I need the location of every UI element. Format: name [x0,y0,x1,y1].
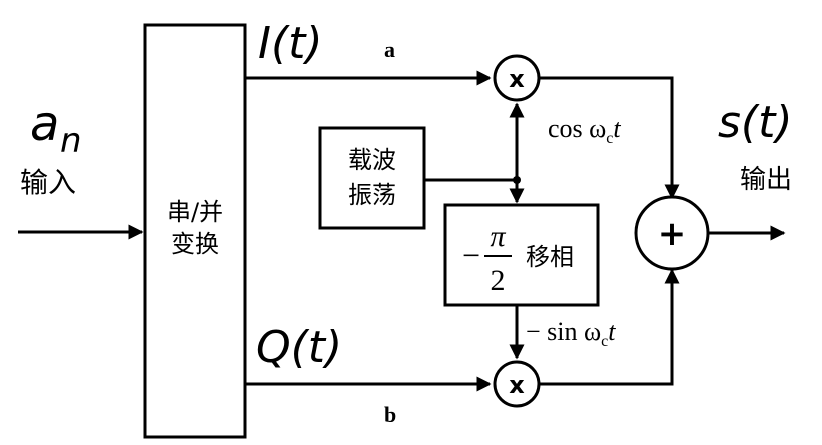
serial-parallel-block [143,23,247,439]
phase-shift-label: 移相 [526,243,574,271]
phase-shift-numerator: π [490,220,506,253]
bottom-multiplier-symbol: x [509,371,525,399]
input-label: 输入 [20,166,76,199]
top-multiplier-symbol: x [509,65,525,93]
serial-parallel-line2: 变换 [171,230,219,258]
phase-shift-denominator: 2 [491,264,506,297]
serial-parallel-line1: 串/并 [167,198,223,226]
input-subscript: n [60,121,82,161]
bottom-to-adder-wire [539,268,680,386]
oscillator-block [318,126,426,230]
input-symbol: a [30,96,59,152]
cos-label: cos ωct [548,114,621,147]
q-signal-label: Q(t) [256,322,342,373]
oscillator-line1: 载波 [348,146,396,174]
sin-label: − sin ωct [526,317,616,350]
output-signal-label: s(t) [718,97,793,148]
q-tag: b [384,402,396,427]
adder-symbol: + [658,214,687,254]
i-signal-label: I(t) [258,18,323,69]
phase-shift-sign: − [462,237,480,273]
top-to-adder-wire [539,76,680,200]
output-label: 输出 [740,165,792,195]
i-tag: a [384,37,395,62]
phase-shifter-block [443,203,600,307]
oscillator-line2: 振荡 [348,181,396,209]
